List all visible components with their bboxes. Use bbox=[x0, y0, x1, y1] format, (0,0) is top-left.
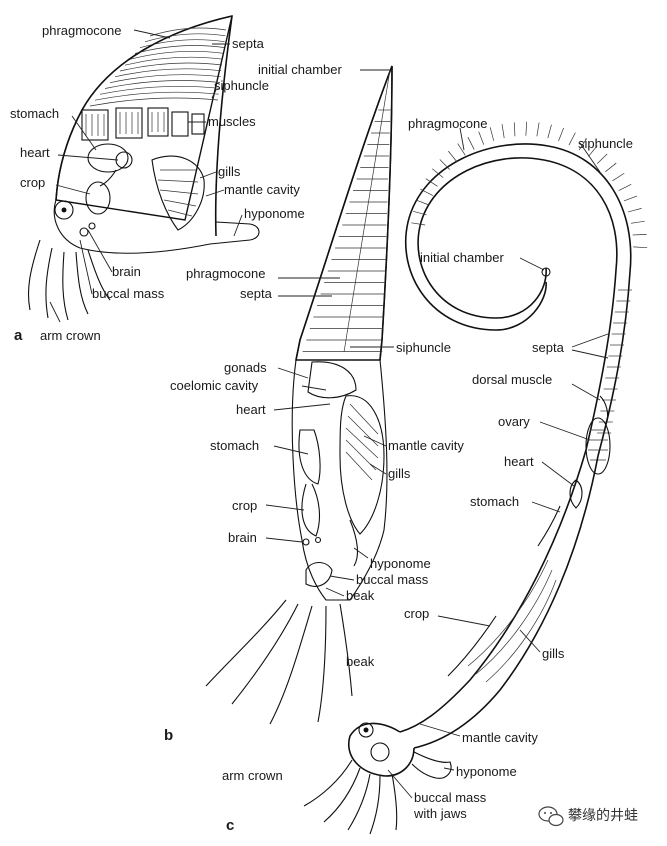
label-a-gills: gills bbox=[218, 164, 241, 179]
panel-a-drawing bbox=[27, 15, 260, 321]
label-c-hyponome: hyponome bbox=[456, 764, 517, 779]
watermark: 攀缘的井蛙 bbox=[538, 806, 638, 827]
label-b-stomach: stomach bbox=[210, 438, 259, 453]
label-b-buccal-mass: buccal mass bbox=[356, 572, 429, 587]
label-b-septa: septa bbox=[240, 286, 273, 301]
label-c-stomach: stomach bbox=[470, 494, 519, 509]
label-b-siphuncle: siphuncle bbox=[396, 340, 451, 355]
panel-c-labels: phragmocone siphuncle initial chamber se… bbox=[226, 116, 633, 834]
label-a-septa: septa bbox=[232, 36, 265, 51]
label-b-crop: crop bbox=[232, 498, 257, 513]
panel-c-septa-lines bbox=[411, 121, 648, 434]
label-b-initial-chamber: initial chamber bbox=[258, 62, 342, 77]
label-a-muscles: muscles bbox=[208, 114, 256, 129]
label-b-arm-crown: arm crown bbox=[222, 768, 283, 783]
panel-a-labels: phragmocone septa siphuncle stomach musc… bbox=[10, 23, 305, 344]
label-a-brain: brain bbox=[112, 264, 141, 279]
label-a-siphuncle: siphuncle bbox=[214, 78, 269, 93]
watermark-text: 攀缘的井蛙 bbox=[568, 807, 638, 823]
label-a-phragmocone: phragmocone bbox=[42, 23, 122, 38]
chat-bubble-icon bbox=[538, 806, 564, 827]
label-b-mantle-cavity: mantle cavity bbox=[388, 438, 464, 453]
panel-b-drawing bbox=[205, 65, 393, 725]
panel-a-letter: a bbox=[14, 327, 23, 344]
panel-b-septa-lines bbox=[302, 109, 391, 352]
label-b-gills: gills bbox=[388, 466, 411, 481]
label-a-arm-crown: arm crown bbox=[40, 328, 101, 343]
label-b-heart: heart bbox=[236, 402, 266, 417]
label-a-crop: crop bbox=[20, 175, 45, 190]
label-a-stomach: stomach bbox=[10, 106, 59, 121]
label-c-dorsal-muscle: dorsal muscle bbox=[472, 372, 552, 387]
label-b-beak: beak bbox=[346, 588, 375, 603]
label-c-septa: septa bbox=[532, 340, 565, 355]
label-c-heart: heart bbox=[504, 454, 534, 469]
label-b-coelomic-cavity: coelomic cavity bbox=[170, 378, 259, 393]
label-b-gonads: gonads bbox=[224, 360, 267, 375]
label-c-with-jaws: with jaws bbox=[413, 806, 467, 821]
panel-b-labels: initial chamber phragmocone septa siphun… bbox=[164, 62, 464, 783]
label-c-gills: gills bbox=[542, 646, 565, 661]
label-b-phragmocone: phragmocone bbox=[186, 266, 266, 281]
label-c-siphuncle: siphuncle bbox=[578, 136, 633, 151]
panel-a-septa-lines bbox=[89, 27, 227, 107]
panel-b-letter: b bbox=[164, 727, 173, 744]
label-a-mantle-cavity: mantle cavity bbox=[224, 182, 300, 197]
leader-lines bbox=[49, 29, 609, 799]
label-b-hyponome: hyponome bbox=[370, 556, 431, 571]
panel-a-muscle-blocks bbox=[81, 107, 205, 141]
label-c-buccal-mass: buccal mass bbox=[414, 790, 487, 805]
label-a-heart: heart bbox=[20, 145, 50, 160]
label-b-brain: brain bbox=[228, 530, 257, 545]
label-c-crop: crop bbox=[404, 606, 429, 621]
label-c-mantle-cavity: mantle cavity bbox=[462, 730, 538, 745]
label-a-hyponome: hyponome bbox=[244, 206, 305, 221]
panel-c-letter: c bbox=[226, 817, 234, 834]
label-c-ovary: ovary bbox=[498, 414, 530, 429]
label-c-phragmocone: phragmocone bbox=[408, 116, 488, 131]
label-b-beak-left: beak bbox=[346, 654, 375, 669]
panel-c-drawing bbox=[303, 121, 648, 835]
label-a-buccal-mass: buccal mass bbox=[92, 286, 165, 301]
label-c-initial-chamber: initial chamber bbox=[420, 250, 504, 265]
